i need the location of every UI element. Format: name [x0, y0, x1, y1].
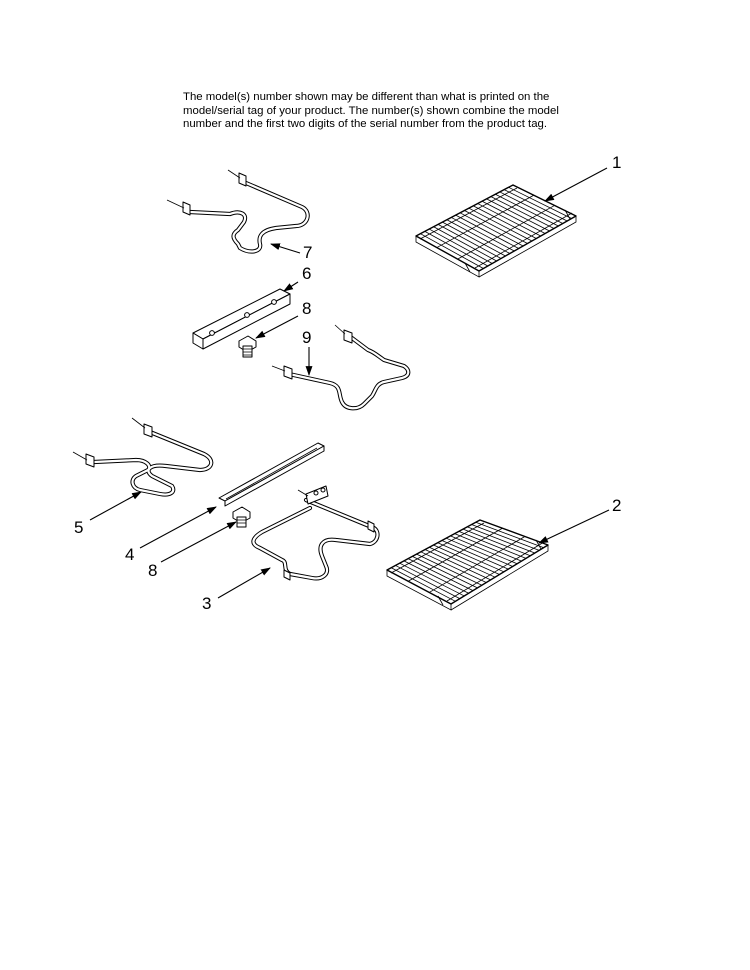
rack-wire — [471, 524, 540, 551]
model-number-notice: The model(s) number shown may be differe… — [183, 91, 603, 132]
rack-wire — [416, 553, 483, 586]
screw-lower — [232, 506, 251, 528]
rack-wire — [462, 528, 531, 557]
rack-wire — [454, 533, 522, 562]
rack-wire — [446, 219, 511, 254]
callout-6: 6 — [302, 264, 311, 283]
notice-line-3: number and the first two digits of the s… — [183, 118, 548, 131]
rack-wire — [437, 542, 505, 573]
rack-wire — [424, 549, 491, 581]
notice-line-1: The model(s) number shown may be differe… — [183, 91, 550, 103]
rack-wire — [403, 560, 469, 594]
rack-wire — [399, 562, 465, 597]
rack-cross-support — [436, 194, 534, 248]
rack-wire — [473, 205, 537, 239]
callout-8-lower: 8 — [148, 561, 157, 580]
callout-5: 5 — [74, 518, 83, 537]
rack-wire — [433, 226, 497, 262]
rack-wire — [475, 521, 544, 549]
broil-element-lower — [72, 417, 214, 497]
rack-wire — [441, 540, 509, 570]
rack-wire — [458, 530, 527, 559]
rack-cross-support — [407, 527, 503, 582]
callout-9: 9 — [302, 328, 311, 347]
rack-wire — [407, 558, 474, 591]
oven-rack-upper — [415, 184, 577, 278]
broil-element-upper — [166, 169, 310, 254]
rack-wire — [433, 544, 500, 575]
callout-7: 7 — [303, 243, 312, 262]
notice-line-2: model/serial tag of your product. The nu… — [183, 104, 559, 117]
rack-wire — [450, 535, 518, 565]
rack-wire — [495, 193, 559, 227]
rack-wire — [412, 556, 478, 589]
rack-wire — [499, 191, 563, 224]
rack-wire — [464, 210, 528, 244]
bake-element-upper — [271, 324, 411, 411]
rack-wire — [420, 233, 484, 269]
rack-wire — [468, 207, 533, 242]
rack-wire — [395, 565, 461, 599]
rack-wire — [467, 526, 535, 554]
rack-wire — [446, 537, 513, 567]
rack-wire — [442, 221, 506, 257]
rack-wire — [455, 214, 519, 249]
rack-wire — [437, 224, 502, 259]
callout-leaders — [89, 167, 610, 599]
rack-wire — [481, 200, 546, 234]
callout-4: 4 — [125, 545, 134, 564]
rack-wire — [508, 186, 572, 219]
callout-8-upper: 8 — [302, 299, 311, 318]
rack-wire — [451, 217, 515, 252]
element-channel-strip — [218, 442, 325, 507]
rack-wire — [420, 551, 487, 583]
callout-3: 3 — [202, 594, 211, 613]
element-bracket — [192, 288, 291, 350]
bake-element-lower — [251, 485, 380, 581]
rack-wire — [429, 546, 496, 578]
rack-cross-support — [429, 536, 526, 593]
screw-upper — [238, 335, 257, 358]
rack-wire — [429, 228, 493, 264]
rack-wire — [490, 196, 555, 229]
rack-cross-support — [457, 205, 555, 260]
rack-wire — [391, 567, 456, 602]
rack-wire — [477, 203, 541, 237]
callout-2: 2 — [612, 496, 621, 515]
rack-wire — [504, 189, 568, 222]
oven-rack-lower — [386, 519, 549, 611]
callout-1: 1 — [612, 153, 621, 172]
rack-wire — [424, 231, 489, 267]
rack-wire — [459, 212, 524, 247]
rack-wire — [486, 198, 550, 232]
